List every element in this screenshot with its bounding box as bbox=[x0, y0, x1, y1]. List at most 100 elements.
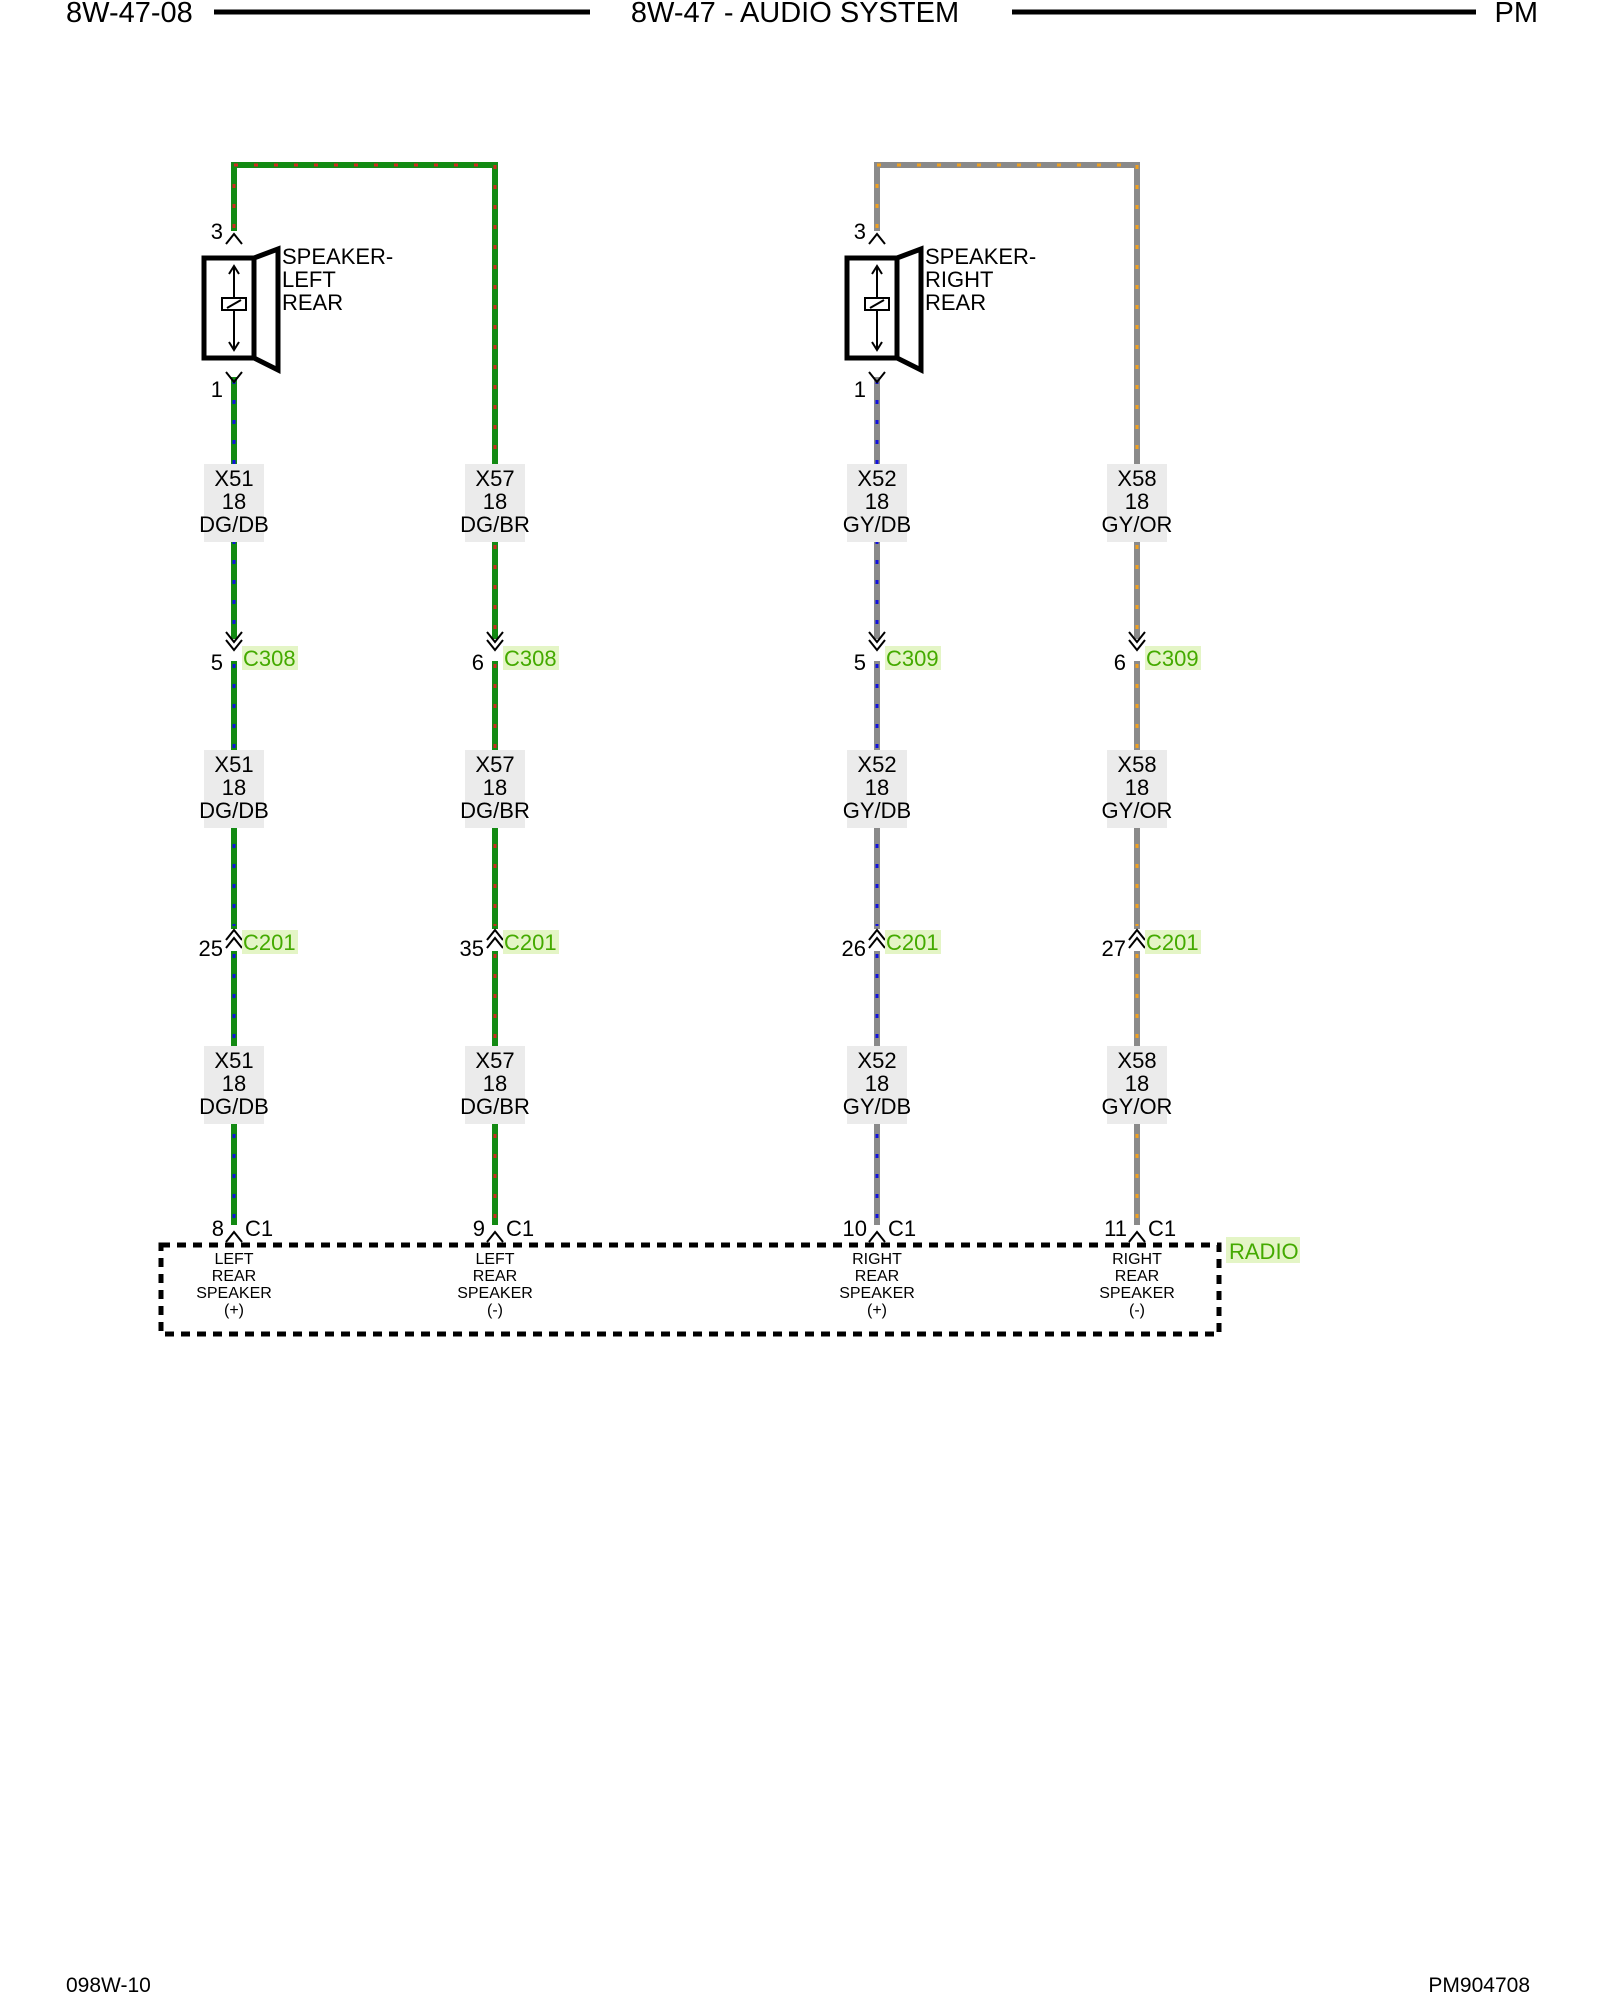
connector-chevron bbox=[868, 371, 886, 384]
page-header: 8W-47-08 8W-47 - AUDIO SYSTEM PM bbox=[66, 0, 1538, 29]
radio-function-label: REAR bbox=[1115, 1268, 1159, 1285]
connector-chevron bbox=[1128, 1230, 1146, 1243]
radio-function-label: RIGHT bbox=[1112, 1251, 1162, 1268]
radio-function-label: RIGHT bbox=[852, 1251, 902, 1268]
connector-chevron bbox=[225, 639, 243, 652]
footer-left-code: 098W-10 bbox=[66, 1974, 151, 1997]
connector-name: C201 bbox=[243, 930, 296, 955]
wire-gauge: 18 bbox=[865, 775, 889, 800]
connector-name-highlight bbox=[1145, 646, 1201, 670]
connector-chevron bbox=[486, 631, 504, 644]
connector-chevron bbox=[1128, 631, 1146, 644]
speaker-coil-slash bbox=[869, 299, 885, 309]
connector-name: C309 bbox=[886, 646, 939, 671]
speaker-coil-slash bbox=[226, 299, 242, 309]
radio-pin-number: 11 bbox=[1104, 1216, 1127, 1241]
wire-gauge: 18 bbox=[865, 489, 889, 514]
connector-name-highlight bbox=[503, 646, 559, 670]
wire-layer bbox=[231, 162, 1140, 1225]
wire-label-bg bbox=[465, 1046, 525, 1124]
connector-c308: 5 C309 bbox=[854, 631, 941, 675]
wire-color: GY/OR bbox=[1102, 512, 1173, 537]
connector-name-highlight bbox=[503, 930, 559, 954]
page-title: 8W-47 - AUDIO SYSTEM bbox=[631, 0, 959, 29]
connector-name-highlight bbox=[1145, 930, 1201, 954]
speaker-side: RIGHT bbox=[925, 267, 993, 292]
wire-label-bg bbox=[204, 464, 264, 542]
radio-function-label: SPEAKER bbox=[457, 1285, 533, 1302]
wire-circuit: X51 bbox=[214, 466, 253, 491]
wire-color: DG/BR bbox=[460, 1094, 530, 1119]
wire-circuit: X57 bbox=[475, 1048, 514, 1073]
wire-circuit: X51 bbox=[214, 1048, 253, 1073]
wire-circuit: X58 bbox=[1117, 1048, 1156, 1073]
wire-label-bg bbox=[1107, 750, 1167, 828]
connector-pin-number: 25 bbox=[199, 936, 223, 961]
wire-circuit: X51 bbox=[214, 752, 253, 777]
speaker-name: SPEAKER- bbox=[925, 244, 1036, 269]
wire-circuit: X58 bbox=[1117, 752, 1156, 777]
radio-label-highlight bbox=[1226, 1237, 1300, 1263]
radio-function-label: (-) bbox=[487, 1302, 503, 1319]
connector-pin-number: 5 bbox=[854, 650, 866, 675]
connector-chevron bbox=[225, 928, 243, 941]
wire-color: GY/OR bbox=[1102, 1094, 1173, 1119]
connector-name: C201 bbox=[886, 930, 939, 955]
connector-chevron bbox=[868, 936, 886, 949]
speaker-arrow bbox=[871, 264, 883, 275]
wire-label-bg bbox=[847, 464, 907, 542]
connector-chevron bbox=[225, 936, 243, 949]
connector-chevron bbox=[868, 1230, 886, 1243]
wire-label-bg bbox=[465, 750, 525, 828]
wire-gauge: 18 bbox=[222, 489, 246, 514]
connector-chevron bbox=[225, 232, 243, 245]
connector-name: C201 bbox=[504, 930, 557, 955]
connector-chevron bbox=[868, 631, 886, 644]
wire-label-bg bbox=[1107, 1046, 1167, 1124]
connector-pin-number: 27 bbox=[1102, 936, 1126, 961]
connector-name: C308 bbox=[243, 646, 296, 671]
connector-chevron bbox=[1128, 639, 1146, 652]
wire-gauge: 18 bbox=[1125, 489, 1149, 514]
connector-chevron bbox=[486, 936, 504, 949]
radio-function-label: LEFT bbox=[214, 1251, 253, 1268]
footer-right-code: PM904708 bbox=[1428, 1974, 1530, 1997]
radio-function-layer: LEFTREARSPEAKER(+)LEFTREARSPEAKER(-)RIGH… bbox=[196, 1251, 1175, 1319]
speaker-pin-number: 1 bbox=[211, 377, 223, 402]
wire-gauge: 18 bbox=[483, 489, 507, 514]
radio-function-label: (+) bbox=[224, 1302, 244, 1319]
wire-gauge: 18 bbox=[1125, 1071, 1149, 1096]
wire-color: DG/BR bbox=[460, 512, 530, 537]
radio-function-label: SPEAKER bbox=[196, 1285, 272, 1302]
connector-chevron bbox=[868, 639, 886, 652]
radio-function-label: (+) bbox=[867, 1302, 887, 1319]
wire-circuit: X57 bbox=[475, 466, 514, 491]
wire-gauge: 18 bbox=[865, 1071, 889, 1096]
connector-name: C308 bbox=[504, 646, 557, 671]
speaker-arrow bbox=[871, 341, 883, 352]
radio-pin-connector: C1 bbox=[888, 1216, 916, 1241]
connector-name-highlight bbox=[242, 930, 298, 954]
radio-module: RADIO bbox=[158, 1237, 1300, 1337]
wire-gauge: 18 bbox=[1125, 775, 1149, 800]
wire-color: DG/DB bbox=[199, 512, 269, 537]
speaker-pin-number: 3 bbox=[854, 219, 866, 244]
connector-name-highlight bbox=[885, 646, 941, 670]
speaker-name: SPEAKER- bbox=[282, 244, 393, 269]
connector-pin-number: 6 bbox=[1114, 650, 1126, 675]
